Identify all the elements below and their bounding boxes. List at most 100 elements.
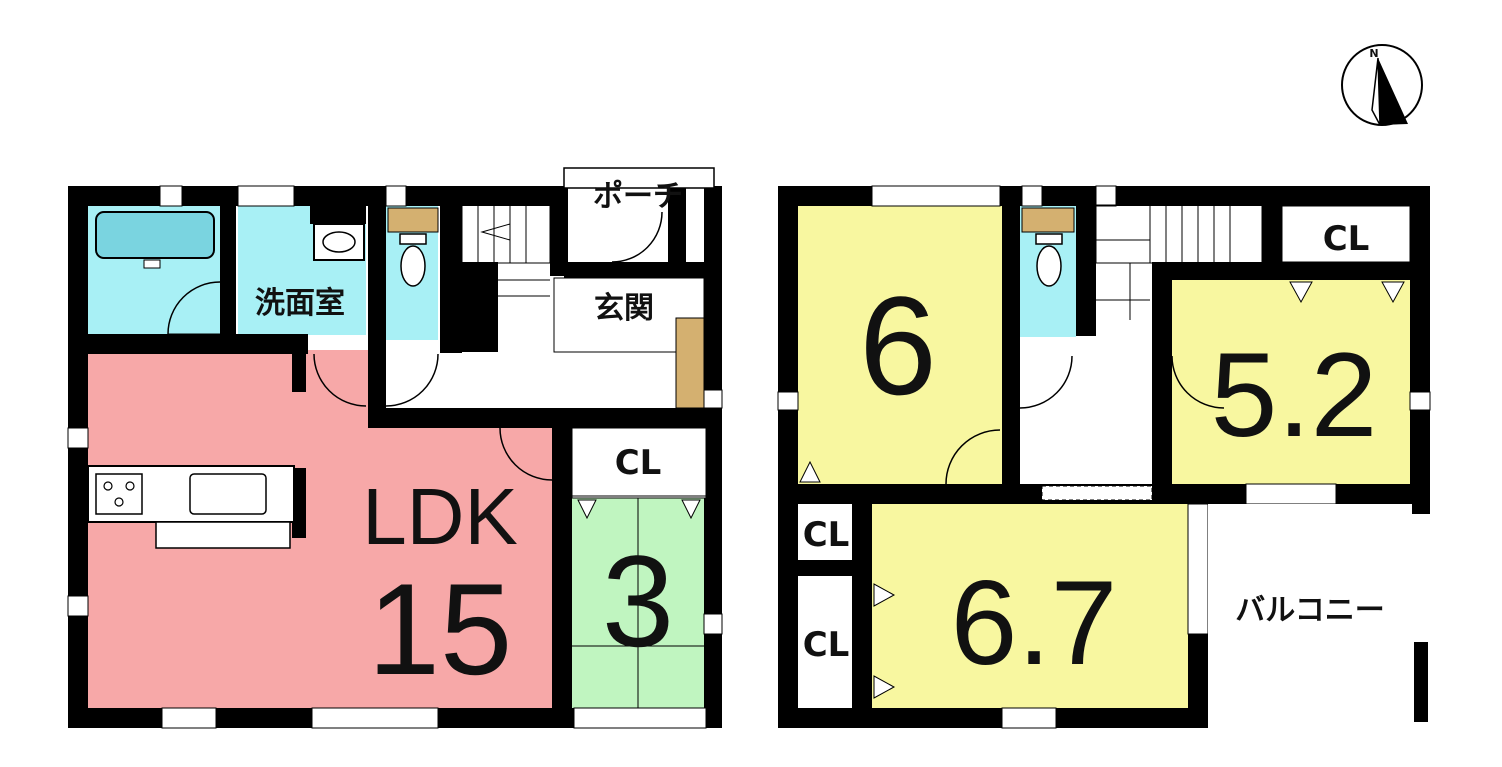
floor-1: ポーチ 玄関 洗面室 CL LDK 15 3 (67, 167, 723, 729)
window (1021, 185, 1043, 207)
door-swing (1019, 355, 1073, 409)
closet-door-icon (1381, 281, 1405, 304)
closet-left-1-label: CL (803, 515, 850, 555)
closet-label: CL (615, 443, 662, 483)
ldk-label: LDK (362, 472, 518, 561)
washroom-label: 洗面室 (255, 286, 345, 321)
window (1409, 391, 1431, 411)
entrance-label: 玄関 (594, 291, 654, 326)
window (67, 427, 89, 449)
toilet-icon (399, 233, 427, 245)
wall (68, 186, 568, 206)
window (573, 707, 707, 729)
toilet-tank (1021, 207, 1075, 233)
wall (310, 206, 366, 224)
wall (564, 262, 704, 278)
toilet-icon (1035, 233, 1063, 245)
window (1245, 483, 1337, 505)
wall (1076, 186, 1096, 336)
wall (552, 426, 572, 708)
wall (368, 408, 722, 428)
closet-door-icon (873, 583, 896, 607)
window (1095, 185, 1117, 207)
wall (668, 186, 686, 276)
wall (1002, 186, 1020, 486)
room-b-size: 5.2 (1211, 328, 1378, 462)
bathtub-icon (95, 211, 215, 259)
wall (1410, 186, 1430, 502)
window (777, 391, 799, 411)
north-arrow-icon (1378, 58, 1408, 125)
north-arrow-light-icon (1371, 57, 1381, 126)
toilet-bowl (400, 245, 426, 287)
wall (704, 186, 722, 726)
window (311, 707, 439, 729)
door-swing (611, 211, 663, 263)
breakfast-bar (155, 521, 291, 549)
window (161, 707, 217, 729)
toilet-bowl (1036, 245, 1062, 287)
skylight (1041, 485, 1153, 501)
stairs-1 (461, 204, 551, 297)
room-b-fill (1170, 280, 1412, 484)
window (385, 185, 407, 207)
closet-top-label: CL (1323, 219, 1370, 259)
wall (68, 186, 88, 726)
wall (1262, 186, 1282, 280)
wall (778, 186, 798, 726)
door-swing (1171, 355, 1225, 409)
closet-door-icon (1289, 281, 1313, 304)
compass: N (1341, 44, 1423, 126)
porch-canopy (563, 167, 715, 189)
room-a-size: 6 (859, 267, 937, 424)
floor-2: CL CL CL 6 5.2 6.7 バルコニー (777, 185, 1431, 729)
window (703, 613, 723, 635)
closet-1 (571, 427, 707, 499)
window (67, 595, 89, 617)
wall (550, 186, 568, 276)
window (159, 185, 183, 207)
door-swing (499, 427, 553, 481)
room-c-size: 6.7 (951, 556, 1118, 690)
door-swing (313, 353, 367, 407)
ldk-size: 15 (368, 556, 513, 702)
door-swing (945, 429, 1001, 485)
closet-left-2-label: CL (803, 625, 850, 665)
window (1001, 707, 1057, 729)
wall (440, 205, 462, 353)
wall (778, 708, 1208, 728)
room-c-fill (872, 504, 1188, 708)
wall (292, 352, 306, 392)
wall (778, 560, 854, 576)
door-swing (385, 353, 439, 407)
wall (368, 186, 386, 426)
window (703, 389, 723, 409)
wall (1152, 262, 1430, 280)
stair-wall (462, 262, 498, 352)
wall (292, 468, 306, 538)
hall-1-fill (372, 350, 556, 410)
compass-north-label: N (1369, 47, 1378, 60)
washitsu-fill (572, 498, 708, 710)
closet-door-icon (681, 499, 701, 520)
toilet-tank (387, 207, 439, 233)
window (871, 185, 1001, 207)
wall (68, 334, 308, 354)
stairs-2 (1095, 204, 1263, 320)
closet-top (1281, 205, 1411, 263)
washitsu-size: 3 (602, 528, 674, 674)
door-swing (167, 281, 221, 335)
stove-icon (95, 473, 143, 515)
wall (1414, 642, 1428, 722)
sliding-window (1187, 503, 1209, 635)
balcony-area (1208, 504, 1412, 708)
closet-door-icon (799, 460, 821, 483)
porch-label: ポーチ (593, 179, 683, 214)
faucet-icon (143, 259, 161, 269)
balcony-label: バルコニー (1235, 593, 1384, 628)
closet-door-icon (577, 499, 597, 520)
wall (852, 484, 872, 708)
kitchen-sink-icon (189, 473, 267, 515)
sink-bowl (322, 231, 356, 253)
